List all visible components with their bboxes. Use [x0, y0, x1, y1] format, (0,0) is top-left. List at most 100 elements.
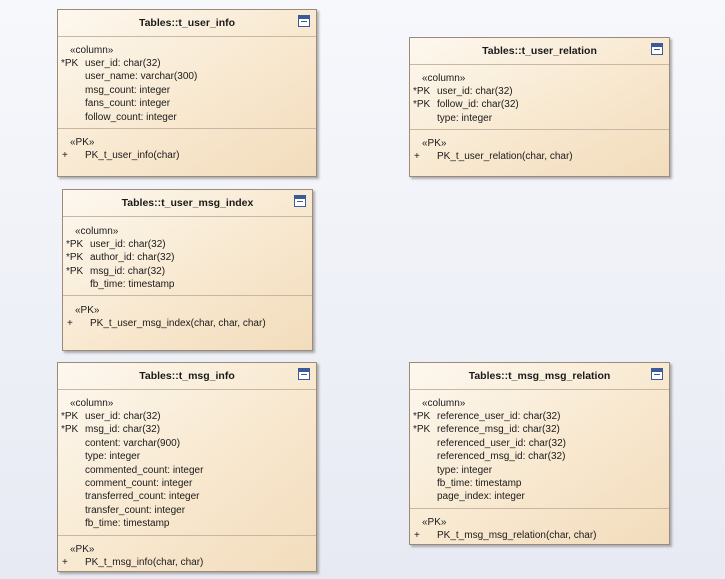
column-text: follow_count: integer [85, 111, 177, 123]
column-text: commented_count: integer [85, 464, 204, 476]
column-row: type: integer [58, 450, 316, 463]
operations-section: «PK» +PK_t_user_msg_index(char, char, ch… [63, 296, 312, 336]
op-stereotype: «PK» [70, 544, 95, 555]
column-stereotype: «column» [70, 45, 114, 56]
operation-row: + PK_t_user_info(char) [58, 149, 316, 162]
column-row: fb_time: timestamp [63, 278, 312, 291]
operations-section: «PK» + PK_t_user_info(char) [58, 129, 316, 168]
table-icon [298, 368, 310, 380]
column-row: *PK reference_user_id: char(32) [410, 410, 669, 423]
column-row: comment_count: integer [58, 477, 316, 490]
columns-section: «column» *PK user_id: char(32) user_name:… [58, 37, 316, 129]
visibility-marker: + [414, 530, 420, 541]
column-text: reference_user_id: char(32) [437, 411, 561, 422]
column-text: referenced_user_id: char(32) [437, 437, 566, 449]
column-text: page_index: integer [437, 491, 525, 503]
column-text: msg_count: integer [85, 84, 171, 96]
op-stereotype: «PK» [422, 517, 447, 528]
table-title: Tables::t_user_relation [482, 45, 597, 57]
visibility-marker: + [62, 150, 68, 161]
operation-row: + PK_t_msg_msg_relation(char, char) [410, 529, 669, 542]
pk-marker: *PK [413, 86, 431, 97]
table-title: Tables::t_msg_info [139, 370, 235, 382]
table-title: Tables::t_msg_msg_relation [468, 370, 611, 382]
operations-section: «PK» +PK_t_user_relation(char, char) [410, 130, 669, 169]
column-row: follow_count: integer [58, 111, 316, 124]
pk-marker: *PK [61, 411, 79, 422]
column-text: comment_count: integer [85, 477, 193, 489]
visibility-marker: + [67, 318, 73, 329]
table-icon [298, 15, 310, 27]
pk-marker: *PK [413, 411, 431, 422]
table-t-user-info[interactable]: Tables::t_user_info «column» *PK user_id:… [57, 9, 317, 177]
table-icon [651, 43, 663, 55]
column-row: fans_count: integer [58, 97, 316, 110]
column-row: commented_count: integer [58, 464, 316, 477]
column-stereotype: «column» [422, 398, 466, 409]
operations-section: «PK» + PK_t_msg_msg_relation(char, char) [410, 509, 669, 548]
column-text: transfer_count: integer [85, 504, 186, 516]
column-row: *PK follow_id: char(32) [410, 98, 669, 111]
pk-marker: *PK [61, 424, 79, 436]
operation-text: PK_t_user_relation(char, char) [437, 151, 573, 162]
column-row: fb_time: timestamp [58, 517, 316, 530]
column-text: follow_id: char(32) [437, 99, 519, 111]
column-row: referenced_user_id: char(32) [410, 437, 669, 450]
table-header: Tables::t_user_msg_index [63, 190, 312, 217]
column-text: content: varchar(900) [85, 437, 181, 449]
operation-row: +PK_t_msg_info(char, char) [58, 556, 316, 569]
column-row: type: integer [410, 112, 669, 125]
column-row: content: varchar(900) [58, 437, 316, 450]
column-text: fb_time: timestamp [85, 518, 170, 530]
column-text: reference_msg_id: char(32) [437, 424, 560, 436]
column-row: transfer_count: integer [58, 504, 316, 517]
op-stereotype: «PK» [422, 138, 447, 149]
column-row: transferred_count: integer [58, 490, 316, 503]
operation-text: PK_t_user_info(char) [85, 150, 180, 161]
table-header: Tables::t_msg_msg_relation [410, 363, 669, 390]
table-icon [294, 195, 306, 207]
column-text: transferred_count: integer [85, 491, 200, 503]
column-row: *PK msg_id: char(32) [63, 265, 312, 278]
column-row: type: integer [410, 464, 669, 477]
column-row: user_name: varchar(300) [58, 70, 316, 83]
table-title: Tables::t_user_info [138, 17, 236, 29]
operation-text: PK_t_msg_msg_relation(char, char) [437, 530, 597, 541]
column-stereotype: «column» [75, 226, 119, 237]
pk-marker: *PK [61, 58, 79, 69]
column-text: user_id: char(32) [85, 411, 161, 422]
table-header: Tables::t_user_relation [410, 38, 669, 65]
column-text: author_id: char(32) [90, 252, 175, 264]
column-text: fans_count: integer [85, 98, 171, 110]
pk-marker: *PK [413, 99, 431, 111]
column-text: user_id: char(32) [90, 239, 166, 250]
table-header: Tables::t_user_info [58, 10, 316, 37]
column-text: type: integer [85, 451, 141, 463]
pk-marker: *PK [66, 265, 84, 277]
pk-marker: *PK [66, 252, 84, 264]
column-text: user_id: char(32) [85, 58, 161, 69]
table-icon [651, 368, 663, 380]
op-stereotype: «PK» [75, 305, 100, 316]
column-text: msg_id: char(32) [90, 265, 166, 277]
pk-marker: *PK [413, 424, 431, 436]
op-stereotype: «PK» [70, 137, 95, 148]
column-row: *PK author_id: char(32) [63, 251, 312, 264]
column-text: fb_time: timestamp [90, 279, 175, 291]
operation-row: +PK_t_user_msg_index(char, char, char) [63, 317, 312, 330]
column-text: fb_time: timestamp [437, 477, 522, 489]
table-header: Tables::t_msg_info [58, 363, 316, 390]
column-row: *PK reference_msg_id: char(32) [410, 423, 669, 436]
visibility-marker: + [62, 557, 68, 568]
operations-section: «PK» +PK_t_msg_info(char, char) [58, 536, 316, 575]
